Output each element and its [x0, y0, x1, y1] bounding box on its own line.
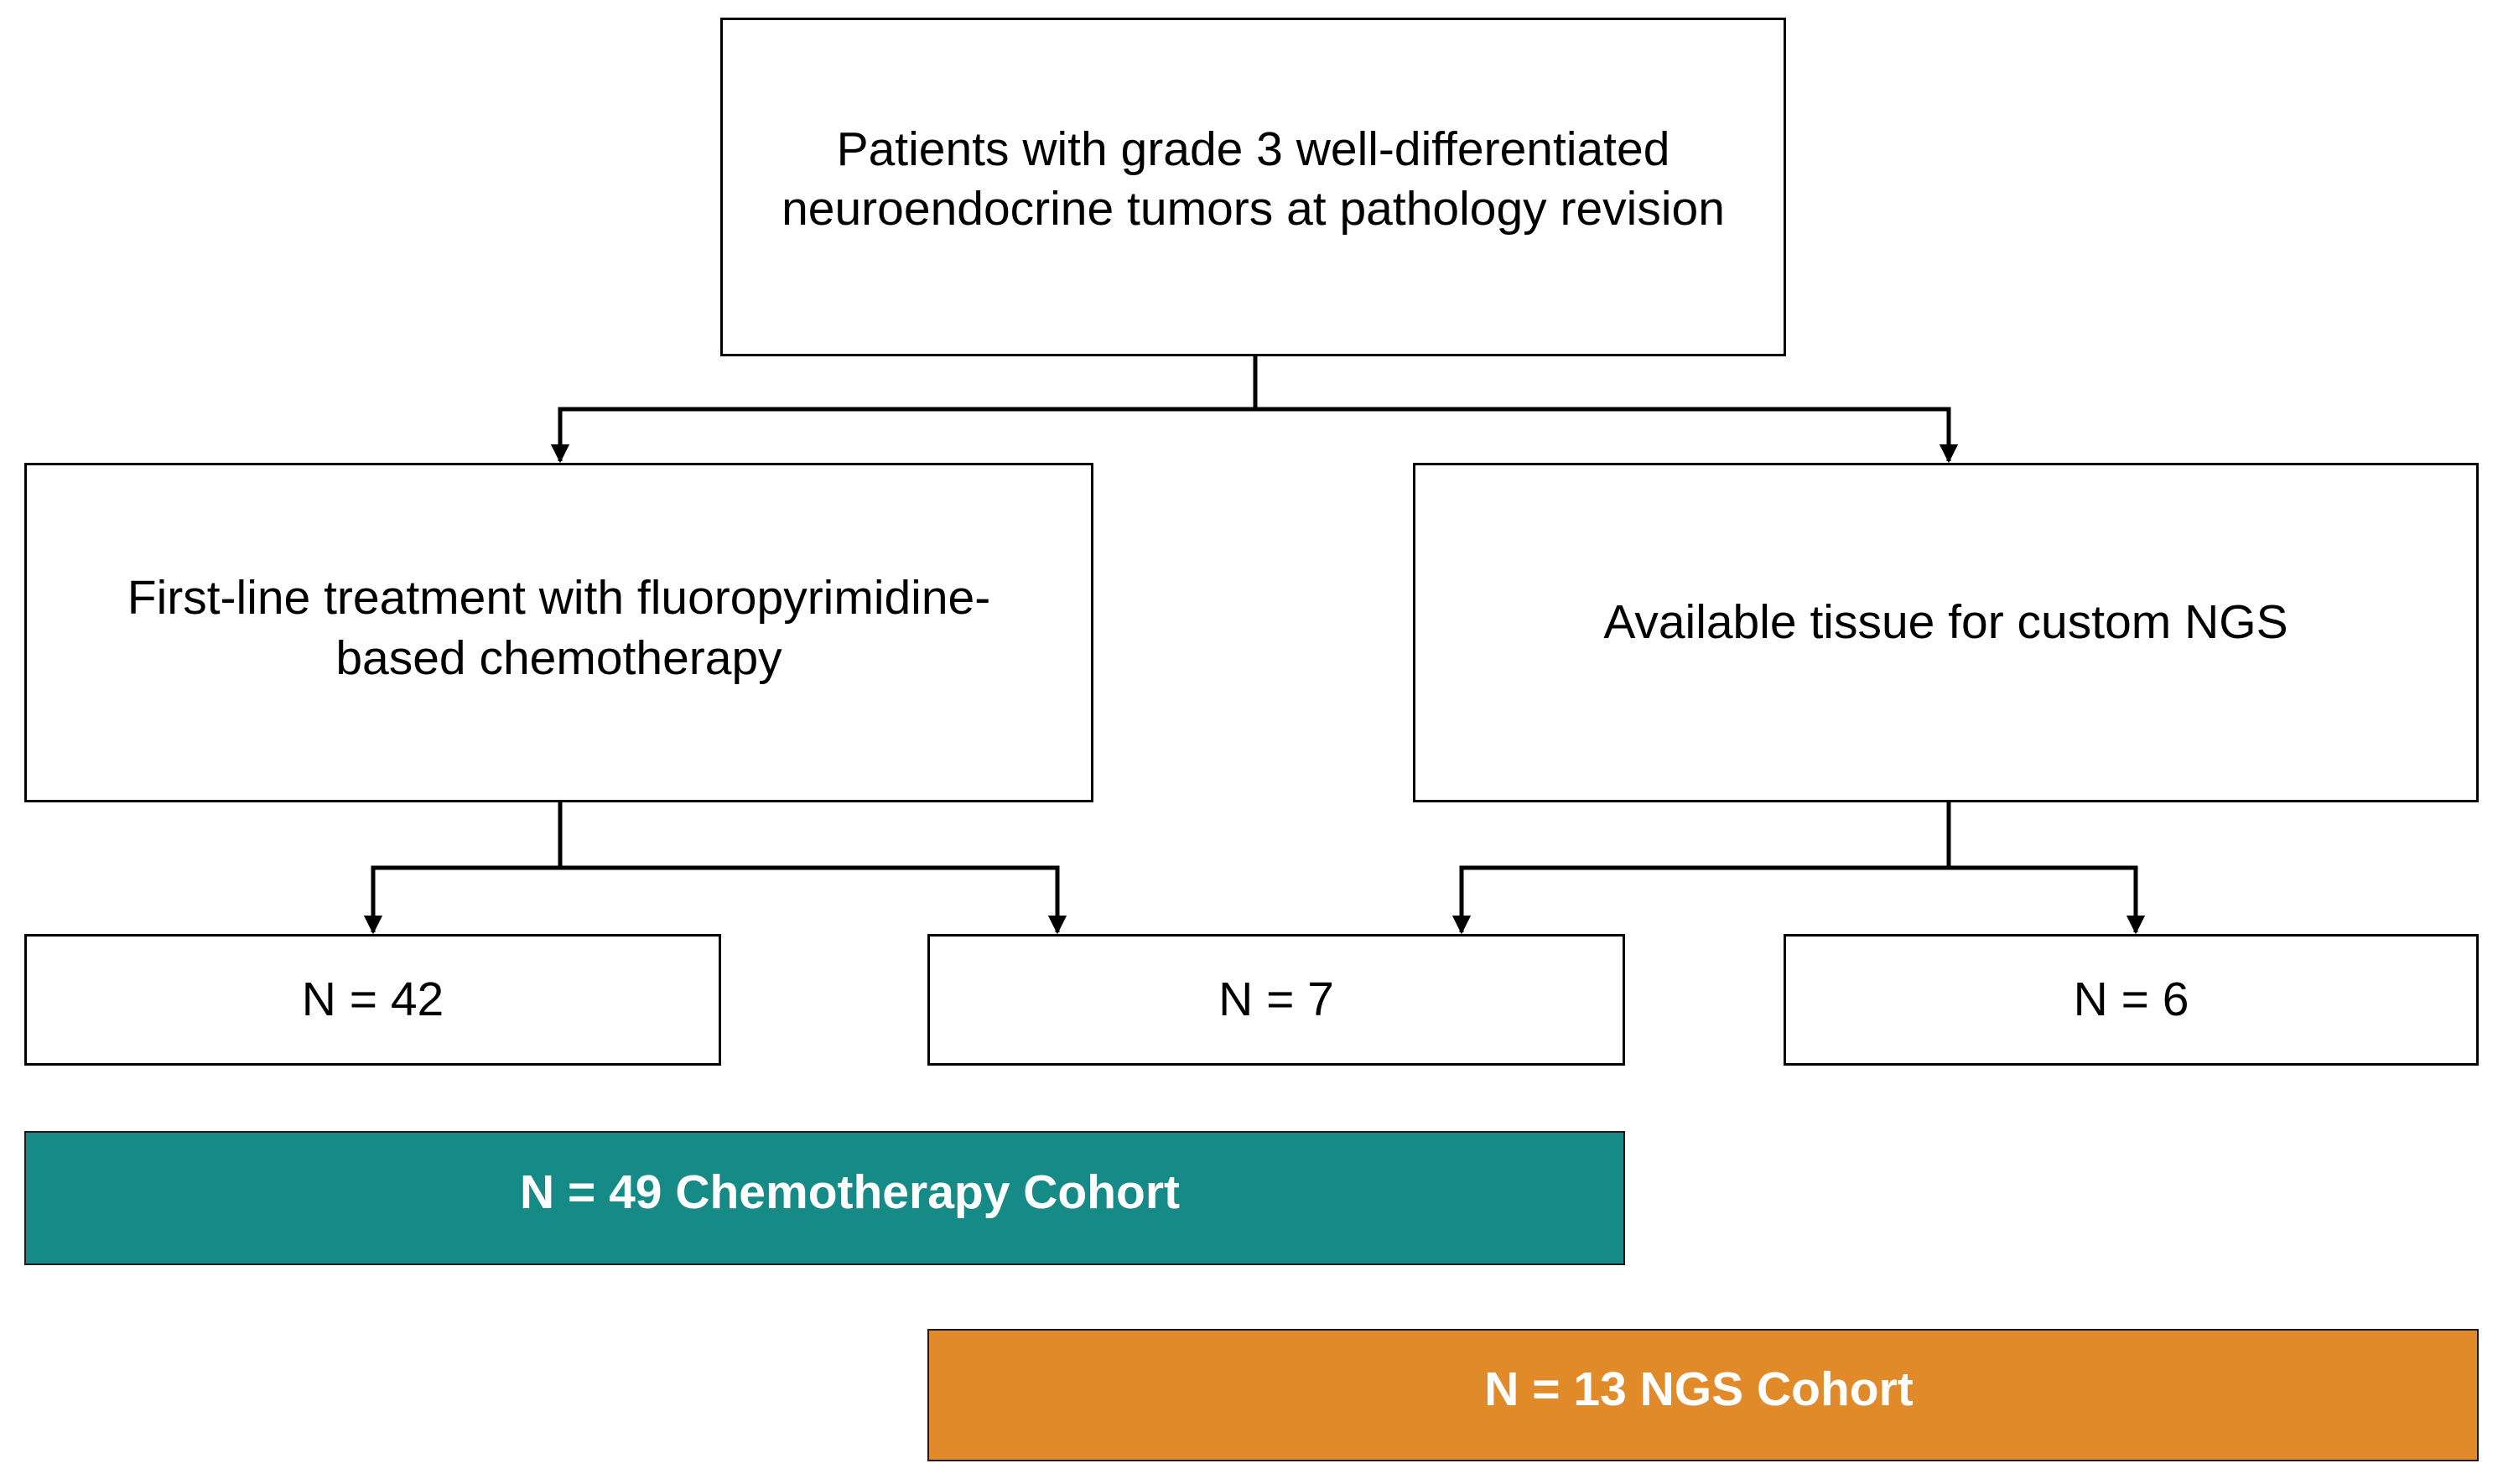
count-label-n42: N = 42: [301, 972, 444, 1026]
ngs-cohort-label: N = 13 NGS Cohort: [1484, 1362, 1914, 1417]
count-box-n6: N = 6: [1784, 934, 2479, 1066]
arrow-to-n7-from-right: [1451, 865, 1949, 935]
chemotherapy-label: First-line treatment with fluoropyrimidi…: [127, 571, 991, 685]
count-box-n7: N = 7: [927, 934, 1625, 1066]
chemotherapy-cohort-label: N = 49 Chemotherapy Cohort: [519, 1165, 1181, 1220]
count-label-n6: N = 6: [2073, 972, 2189, 1026]
ngs-tissue-label: Available tissue for custom NGS: [1603, 594, 2288, 649]
count-box-n42: N = 42: [24, 934, 721, 1066]
all-patients-label: Patients with grade 3 well-differentiate…: [782, 122, 1725, 236]
ngs-tissue-box: Available tissue for custom NGS: [1413, 463, 2479, 802]
chemotherapy-cohort-band: N = 49 Chemotherapy Cohort: [24, 1131, 1625, 1265]
ngs-cohort-band: N = 13 NGS Cohort: [927, 1329, 2479, 1461]
chemotherapy-box: First-line treatment with fluoropyrimidi…: [24, 463, 1093, 802]
all-patients-box: Patients with grade 3 well-differentiate…: [720, 18, 1786, 356]
arrow-to-n7-from-left: [560, 865, 1067, 935]
count-label-n7: N = 7: [1218, 972, 1334, 1026]
arrow-to-n6: [1949, 865, 2146, 935]
arrow-to-chemotherapy-box: [550, 407, 1255, 464]
arrow-to-ngs-box: [1255, 407, 1959, 464]
arrow-to-n42: [363, 865, 560, 935]
